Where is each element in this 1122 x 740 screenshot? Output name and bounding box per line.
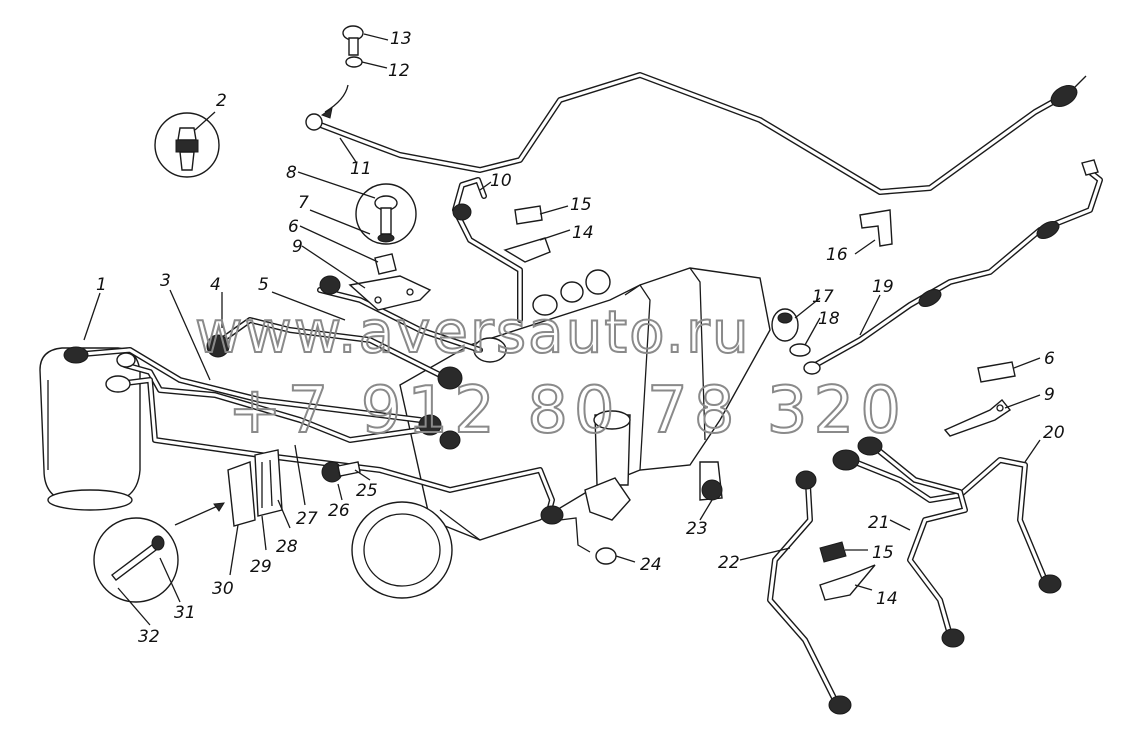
callout-15: 15	[570, 195, 592, 215]
callout-30: 30	[212, 579, 234, 599]
callout-4: 4	[210, 275, 221, 295]
callout-16: 16	[826, 245, 848, 265]
clamp-28-29-30	[174, 449, 283, 527]
callout-9: 9	[292, 237, 303, 257]
callout-24: 24	[640, 555, 662, 575]
injection-pump	[351, 267, 771, 599]
callout-3: 3	[160, 271, 171, 291]
bolt-26-washer-25	[321, 461, 361, 483]
fitting-2-callout	[154, 112, 220, 178]
callout-labels: 1 2 3 4 5 6 7 8 9 10 11 12 13 14 15 16 1…	[96, 29, 1065, 647]
callout-23: 23	[686, 519, 708, 539]
callout-8: 8	[286, 163, 297, 183]
callout-14: 14	[572, 223, 594, 243]
callout-2: 2	[216, 91, 227, 111]
fuel-pipe-19	[803, 159, 1103, 375]
callout-25: 25	[356, 481, 378, 501]
bolt-8-washer-7	[355, 183, 417, 245]
callout-15-right: 15	[872, 543, 894, 563]
callout-31: 31	[174, 603, 196, 623]
bracket-15-14-right	[819, 541, 876, 601]
leader-lines	[83, 33, 1041, 626]
bracket-14-15-top	[503, 205, 551, 263]
callout-20: 20	[1043, 423, 1065, 443]
fuel-pipe-11	[305, 72, 1087, 247]
fuel-pipe-10	[452, 177, 523, 323]
fitting-23-ring-24	[595, 461, 723, 565]
fuel-filter	[39, 347, 141, 511]
bolt-31-32-callout	[93, 517, 179, 603]
callout-7: 7	[298, 193, 309, 213]
bracket-9	[348, 275, 432, 311]
callout-10: 10	[490, 171, 512, 191]
bracket-9-right	[943, 399, 1012, 437]
fuel-pipes-20-21-22	[767, 436, 1062, 715]
callout-14-right: 14	[876, 589, 898, 609]
callout-6: 6	[288, 217, 299, 237]
callout-5: 5	[258, 275, 269, 295]
callout-27: 27	[296, 509, 318, 529]
watermark-site: www.aversauto.ru	[195, 298, 751, 366]
callout-12: 12	[388, 61, 410, 81]
callout-19: 19	[872, 277, 894, 297]
callout-9-right: 9	[1044, 385, 1055, 405]
callout-28: 28	[276, 537, 298, 557]
watermark-phone: +7 912 80 78 320	[228, 374, 907, 448]
callout-17: 17	[812, 287, 834, 307]
callout-13: 13	[390, 29, 412, 49]
bolt-13-washer-12	[320, 25, 364, 119]
callout-11: 11	[350, 159, 372, 179]
callout-29: 29	[250, 557, 272, 577]
callout-6-right: 6	[1044, 349, 1055, 369]
clamp-6-right	[977, 361, 1016, 383]
clamp-6	[374, 253, 397, 275]
callout-32: 32	[138, 627, 160, 647]
callout-26: 26	[328, 501, 350, 521]
callout-21: 21	[868, 513, 890, 533]
callout-1: 1	[96, 275, 107, 295]
callout-18: 18	[818, 309, 840, 329]
fuel-pipes-3-4-5	[63, 275, 591, 553]
plug-17-ring-18	[771, 308, 811, 357]
callout-22: 22	[718, 553, 740, 573]
